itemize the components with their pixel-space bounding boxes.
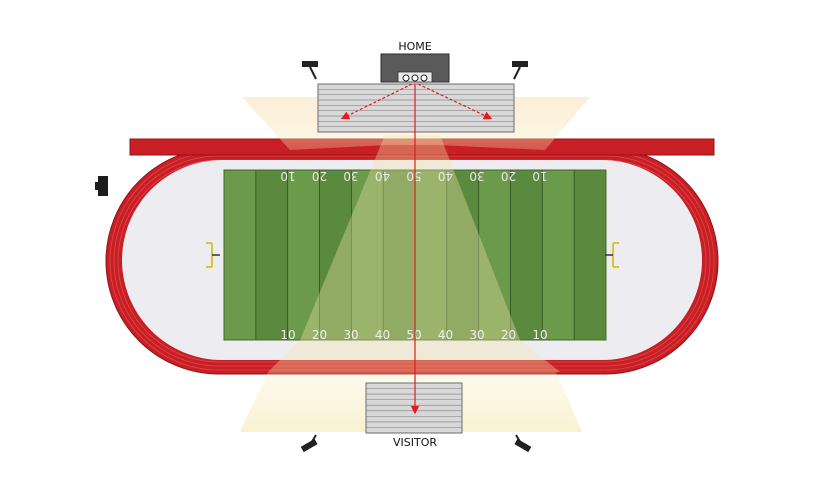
yard-number: 20	[501, 328, 516, 342]
yard-markers-bottom: 10 20 30 40 50 40 30 20 10	[280, 328, 547, 342]
home-label: HOME	[398, 40, 431, 53]
yard-markers-top: 10 20 30 40 50 40 30 20 10	[280, 169, 547, 183]
yard-number: 30	[469, 328, 484, 342]
visitor-field-light-beam	[268, 340, 560, 372]
yard-number: 40	[375, 328, 390, 342]
yard-number: 30	[343, 328, 358, 342]
floodlight-icon	[512, 61, 528, 80]
floodlight-icon	[514, 434, 532, 453]
floodlight-icon	[300, 434, 318, 453]
yard-number: 30	[343, 169, 358, 183]
goalpost-icon	[605, 242, 619, 268]
yard-number: 20	[501, 169, 516, 183]
camera-arrows	[340, 83, 493, 415]
yard-number: 10	[280, 169, 295, 183]
field-stripe	[446, 170, 479, 340]
goalpost-icon	[206, 242, 220, 268]
yard-number: 10	[532, 169, 547, 183]
visitor-label: VISITOR	[393, 436, 437, 449]
field-stripe	[287, 170, 320, 340]
field-stripe	[510, 170, 543, 340]
yard-number: 50	[406, 328, 421, 342]
yard-number: 10	[280, 328, 295, 342]
home-field-light-beam	[300, 135, 520, 340]
field-stripe	[255, 170, 288, 340]
field-stripe	[574, 170, 606, 340]
yard-number: 40	[438, 328, 453, 342]
yard-number: 20	[312, 328, 327, 342]
yard-number: 10	[532, 328, 547, 342]
field-stripe	[224, 170, 256, 340]
yard-number: 20	[312, 169, 327, 183]
yard-number: 50	[406, 169, 421, 183]
field-stripe	[415, 170, 447, 340]
field-stripe	[383, 170, 415, 340]
field-stripe	[478, 170, 511, 340]
yard-number: 40	[375, 169, 390, 183]
scoreboard-icon	[95, 176, 108, 196]
yard-number: 40	[438, 169, 453, 183]
field-stripe	[319, 170, 352, 340]
field-stripe	[351, 170, 384, 340]
field-stripe	[542, 170, 575, 340]
yard-number: 30	[469, 169, 484, 183]
home-bleachers	[317, 83, 515, 133]
visitor-bleachers	[365, 382, 463, 434]
floodlight-icon	[302, 61, 318, 80]
